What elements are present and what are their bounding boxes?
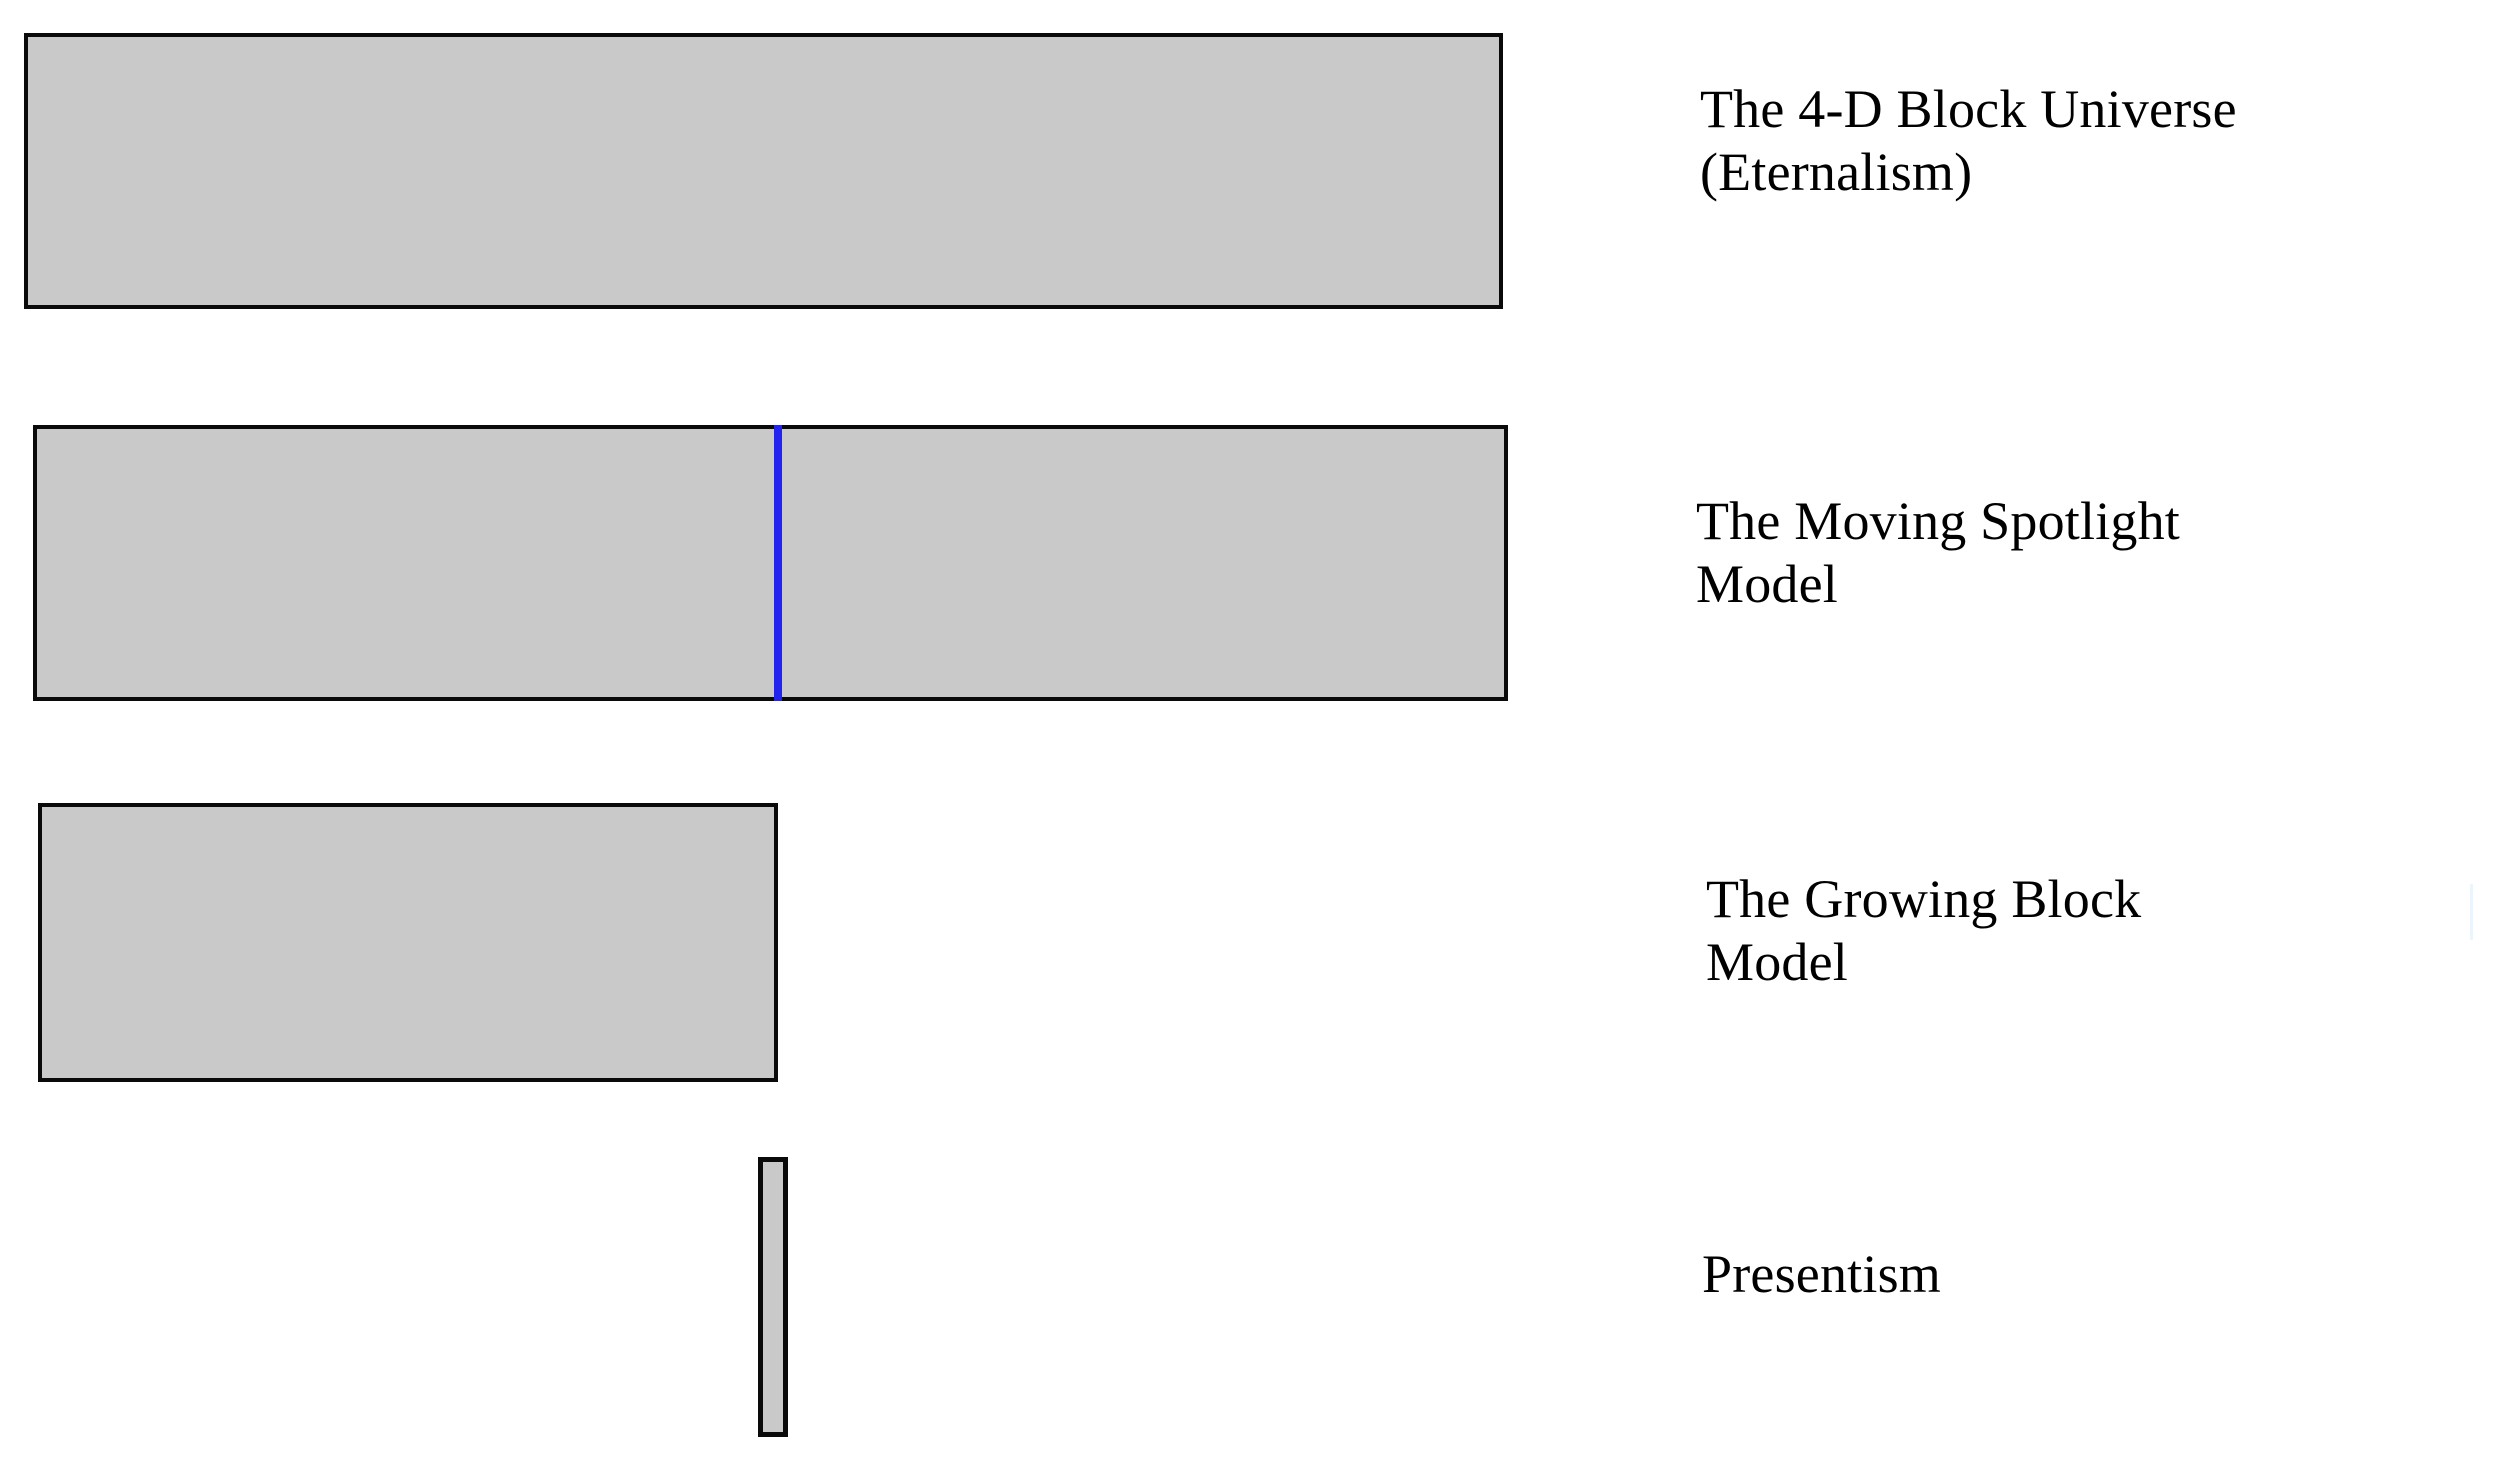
label-moving-spotlight: The Moving Spotlight Model <box>1696 491 2181 614</box>
time-block-growing-block <box>38 803 778 1082</box>
edge-artifact <box>2470 884 2473 940</box>
time-block-eternalism <box>24 33 1503 309</box>
moving-spotlight-now-line <box>774 425 782 701</box>
label-growing-block: The Growing Block Model <box>1706 869 2142 992</box>
time-block-moving-spotlight <box>33 425 1508 701</box>
time-block-presentism <box>758 1157 788 1437</box>
label-eternalism: The 4-D Block Universe (Eternalism) <box>1700 79 2237 202</box>
label-presentism: Presentism <box>1702 1244 1941 1304</box>
